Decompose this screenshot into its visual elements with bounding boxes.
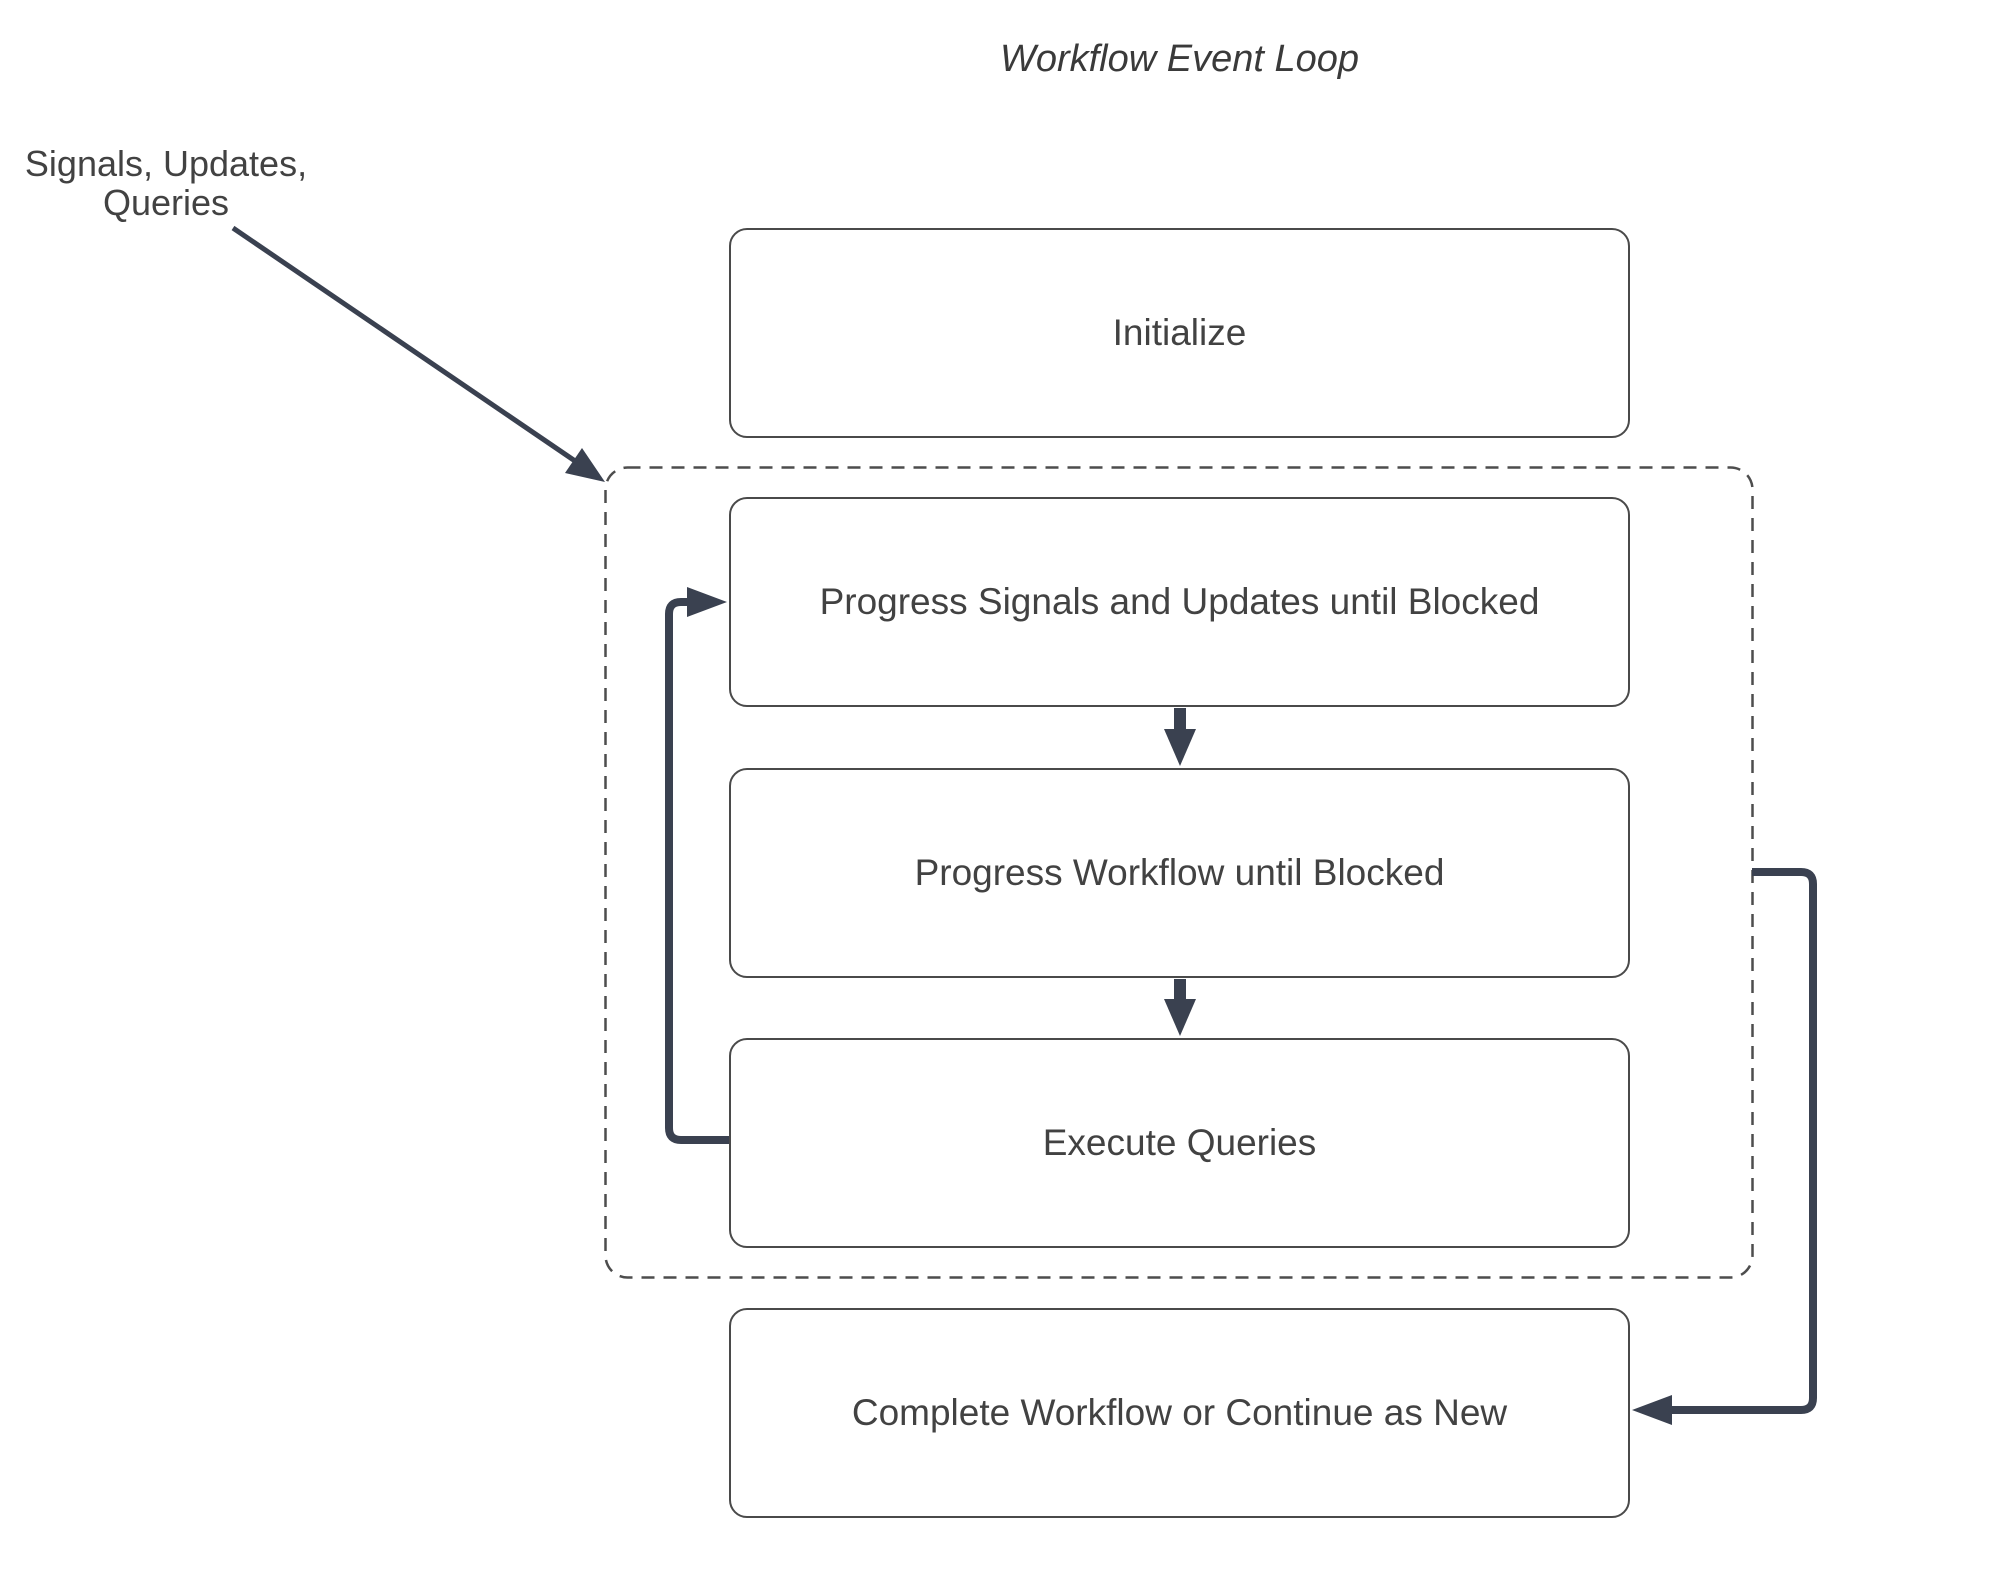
continue-arrowhead-icon: [1632, 1395, 1672, 1425]
node-initialize: Initialize: [729, 228, 1630, 438]
loop-back-arrowhead-icon: [687, 587, 727, 617]
node-progress-signals: Progress Signals and Updates until Block…: [729, 497, 1630, 707]
down-arrow-2-arrowhead-icon: [1164, 999, 1196, 1036]
node-execute-queries: Execute Queries: [729, 1038, 1630, 1248]
node-complete-workflow: Complete Workflow or Continue as New: [729, 1308, 1630, 1518]
annotation-line-2: Queries: [102, 182, 230, 223]
node-label: Initialize: [1112, 312, 1247, 353]
node-progress-workflow: Progress Workflow until Blocked: [729, 768, 1630, 978]
node-label: Complete Workflow or Continue as New: [851, 1392, 1508, 1433]
page-title: Workflow Event Loop: [999, 38, 1360, 80]
down-arrow-1-arrowhead-icon: [1164, 729, 1196, 766]
node-label: Progress Signals and Updates until Block…: [819, 581, 1540, 622]
signals-input-arrow: [231, 225, 580, 466]
node-label: Progress Workflow until Blocked: [914, 852, 1445, 893]
signals-input-arrowhead-icon: [565, 448, 605, 482]
loop-back-arrow: [665, 598, 729, 1144]
continue-arrow: [1670, 868, 1817, 1414]
node-label: Execute Queries: [1042, 1122, 1317, 1163]
annotation-line-1: Signals, Updates,: [24, 143, 308, 184]
signals-updates-queries-label: Signals, Updates, Queries: [18, 144, 314, 222]
